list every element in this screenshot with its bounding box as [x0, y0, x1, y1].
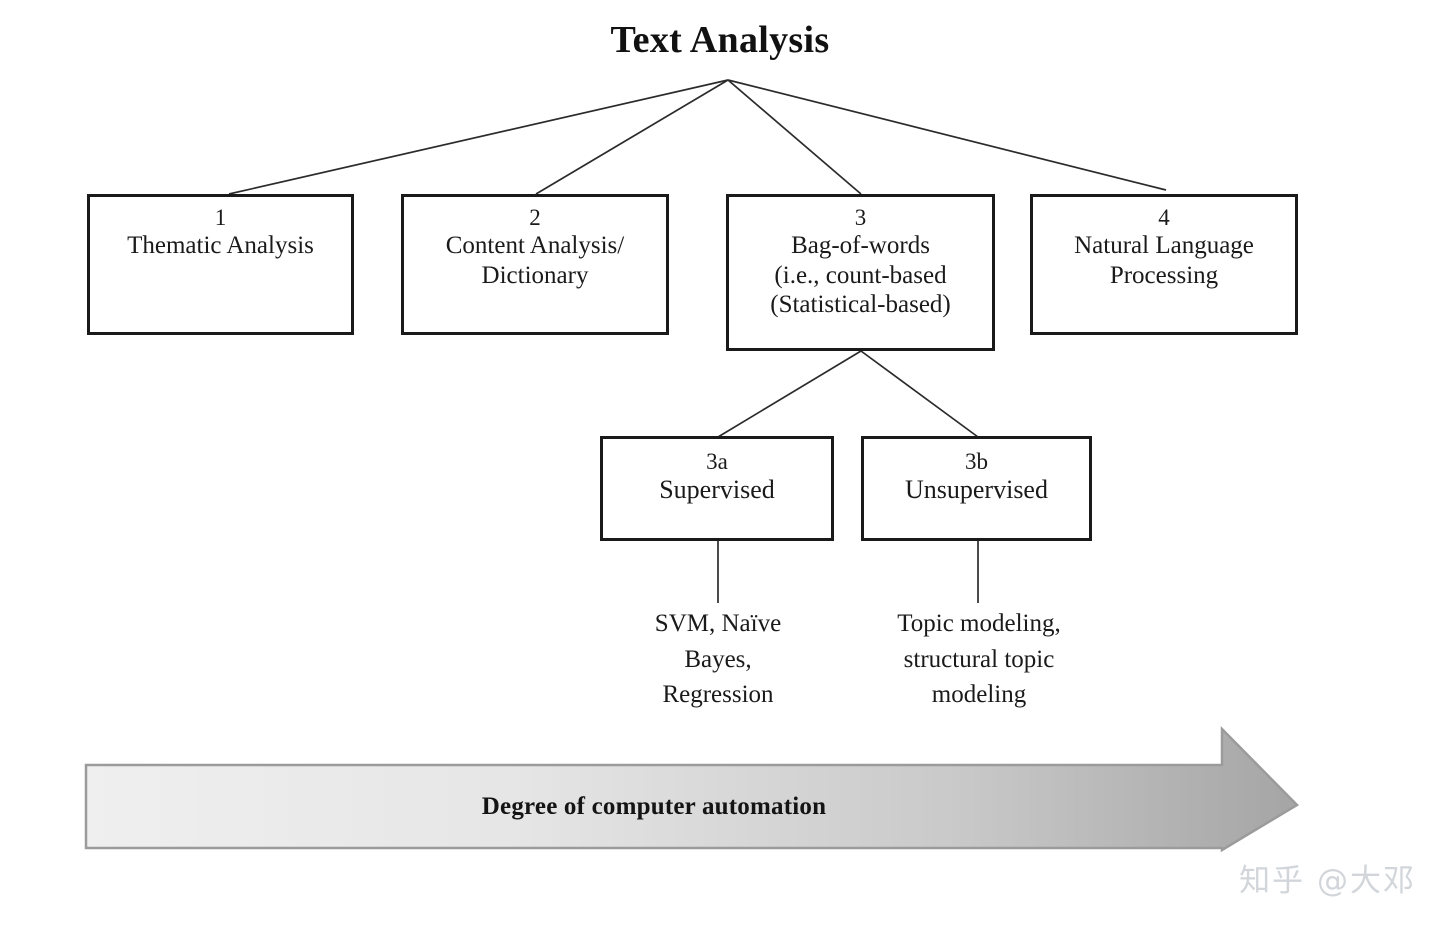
- arrow-shape: [84, 725, 1300, 853]
- node-box-1[interactable]: 1 Thematic Analysis: [87, 194, 354, 335]
- subnode-3b-label: Unsupervised: [905, 475, 1048, 505]
- node-3-number: 3: [854, 205, 867, 230]
- node-box-3[interactable]: 3 Bag-of-words (i.e., count-based (Stati…: [726, 194, 995, 351]
- node-box-2[interactable]: 2 Content Analysis/ Dictionary: [401, 194, 669, 335]
- node-box-4[interactable]: 4 Natural Language Processing: [1030, 194, 1298, 335]
- node-1-number: 1: [214, 205, 227, 230]
- subnode-3a-label: Supervised: [659, 475, 775, 505]
- arrow-label: Degree of computer automation: [481, 793, 827, 820]
- leaf-label-supervised-methods: SVM, Naïve Bayes, Regression: [654, 610, 782, 708]
- edge-root-to-node4: [727, 79, 1167, 191]
- edge-root-to-node3: [727, 79, 862, 195]
- edge-root-to-node1: [228, 79, 729, 195]
- subnode-box-3b[interactable]: 3b Unsupervised: [861, 436, 1092, 541]
- node-2-label: Content Analysis/ Dictionary: [445, 232, 625, 289]
- watermark: 知乎 @大邓: [1239, 863, 1416, 899]
- node-4-number: 4: [1158, 205, 1170, 230]
- edge-node3-to-3a: [717, 350, 862, 438]
- page-title: Text Analysis: [610, 19, 830, 61]
- automation-arrow: [84, 725, 1300, 853]
- node-1-label: Thematic Analysis: [127, 232, 314, 260]
- node-4-label: Natural Language Processing: [1074, 232, 1254, 289]
- subnode-3a-number: 3a: [706, 449, 728, 474]
- node-3-label: Bag-of-words (i.e., count-based (Statist…: [770, 232, 951, 319]
- subnode-3b-number: 3b: [965, 449, 988, 474]
- subnode-box-3a[interactable]: 3a Supervised: [600, 436, 834, 541]
- node-2-number: 2: [529, 205, 541, 230]
- leaf-label-unsupervised-methods: Topic modeling, structural topic modelin…: [897, 610, 1061, 708]
- edge-node3-to-3b: [860, 350, 979, 438]
- edge-root-to-node2: [535, 79, 729, 195]
